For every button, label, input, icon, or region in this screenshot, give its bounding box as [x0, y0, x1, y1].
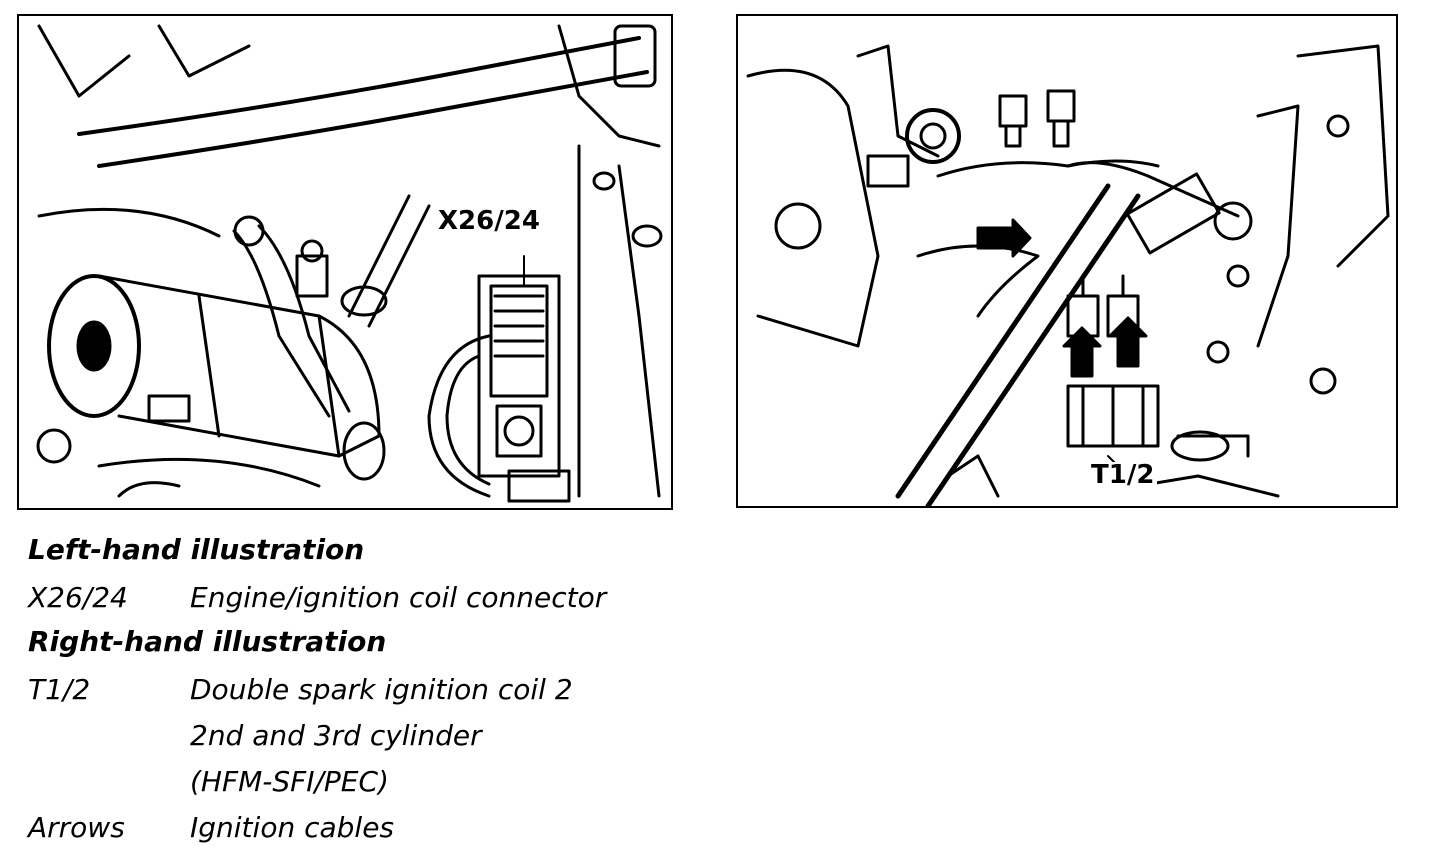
legend-left-heading: Left-hand illustration	[28, 533, 365, 566]
legend-description: Engine/ignition coil connector	[190, 576, 728, 622]
right-engine-drawing	[746, 44, 1390, 506]
legend-row-arrows: Arrows Ignition cables	[28, 806, 728, 852]
legend-description: Double spark ignition coil 2 2nd and 3rd…	[190, 668, 728, 806]
legend-row-t1-2: T1/2 Double spark ignition coil 2 2nd an…	[28, 668, 728, 806]
legend-code: T1/2	[28, 673, 91, 706]
legend-description-line: (HFM-SFI/PEC)	[190, 765, 389, 798]
callout-x26-24: X26/24	[435, 208, 543, 234]
left-illustration: X26/24	[17, 14, 673, 510]
legend-code: Arrows	[28, 811, 125, 844]
legend-description-line: Ignition cables	[190, 811, 395, 844]
legend-row-x26-24: X26/24 Engine/ignition coil connector	[28, 576, 728, 622]
legend-code: X26/24	[28, 581, 128, 614]
legend-description-line: Engine/ignition coil connector	[190, 581, 607, 614]
right-illustration: T1/2	[736, 14, 1398, 508]
legend: Left-hand illustration X26/24 Engine/ign…	[28, 530, 728, 852]
legend-right-heading: Right-hand illustration	[28, 625, 387, 658]
legend-description: Ignition cables	[190, 806, 728, 852]
left-engine-drawing	[36, 24, 663, 503]
callout-t1-2: T1/2	[1088, 462, 1158, 488]
legend-description-line: Double spark ignition coil 2	[190, 673, 573, 706]
legend-description-line: 2nd and 3rd cylinder	[190, 719, 482, 752]
